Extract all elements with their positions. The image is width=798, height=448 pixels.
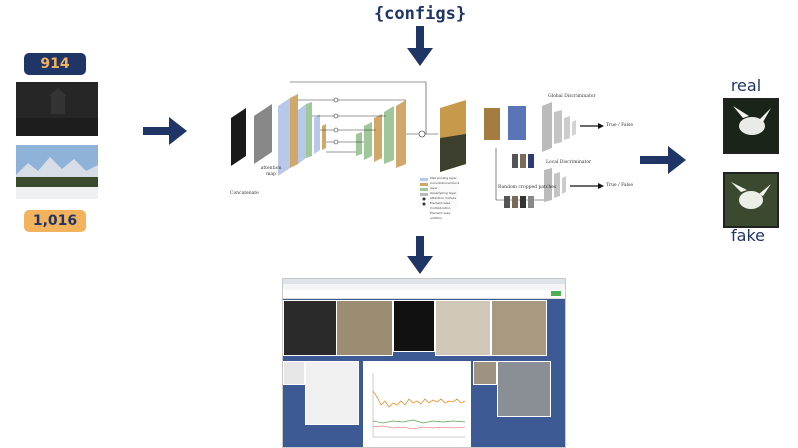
down-arrow-icon	[407, 26, 433, 66]
true-false-label-global: True / False	[606, 123, 634, 128]
legend-item: Upsampling layer	[430, 191, 457, 195]
real-bird-photo	[723, 98, 779, 154]
global-discriminator-label: Global Discriminator	[548, 94, 596, 99]
dashboard-header	[283, 290, 565, 299]
browser-tabbar	[283, 279, 565, 284]
image-tile	[283, 361, 305, 385]
attention-map-label: attention map	[260, 166, 282, 177]
random-crops-label: Random cropped patches	[498, 185, 557, 190]
image-tile	[497, 361, 551, 417]
image-tile	[435, 300, 491, 356]
legend-item: Element-wise multiplication	[430, 201, 451, 210]
concatenate-label: Concatenate	[230, 191, 259, 196]
configs-label: {configs}	[373, 4, 467, 24]
loss-chart-panel	[363, 361, 471, 447]
image-tile	[491, 300, 547, 356]
legend-item: Convolutional block layer	[430, 181, 460, 190]
night-photo	[16, 82, 98, 136]
legend-item: Element-wise addition	[430, 211, 451, 220]
down-arrow-icon	[407, 236, 433, 274]
right-arrow-icon	[640, 146, 686, 174]
image-tile	[305, 361, 359, 425]
legend-item: Max pooling layer	[430, 176, 457, 180]
mountain-photo	[16, 145, 98, 199]
image-tile	[283, 300, 337, 356]
fake-label: fake	[731, 226, 765, 245]
image-tile	[473, 361, 497, 385]
fake-bird-photo	[723, 172, 779, 228]
legend-item: Attention module	[430, 196, 457, 200]
dashboard-screenshot	[282, 278, 566, 448]
local-discriminator-label: Local Discriminator	[546, 160, 592, 165]
image-tile	[336, 300, 393, 356]
legend: Max pooling layer Convolutional block la…	[430, 176, 460, 221]
count-badge-bottom: 1,016	[24, 210, 86, 232]
count-badge-top: 914	[24, 53, 86, 75]
image-tile	[393, 300, 435, 352]
dashboard-action-button[interactable]	[551, 291, 561, 296]
right-arrow-icon	[143, 117, 187, 145]
browser-toolbar	[283, 284, 565, 290]
network-diagram: attention map Concatenate Global Discrim…	[226, 78, 646, 220]
true-false-label-local: True / False	[606, 183, 634, 188]
real-label: real	[730, 76, 762, 95]
